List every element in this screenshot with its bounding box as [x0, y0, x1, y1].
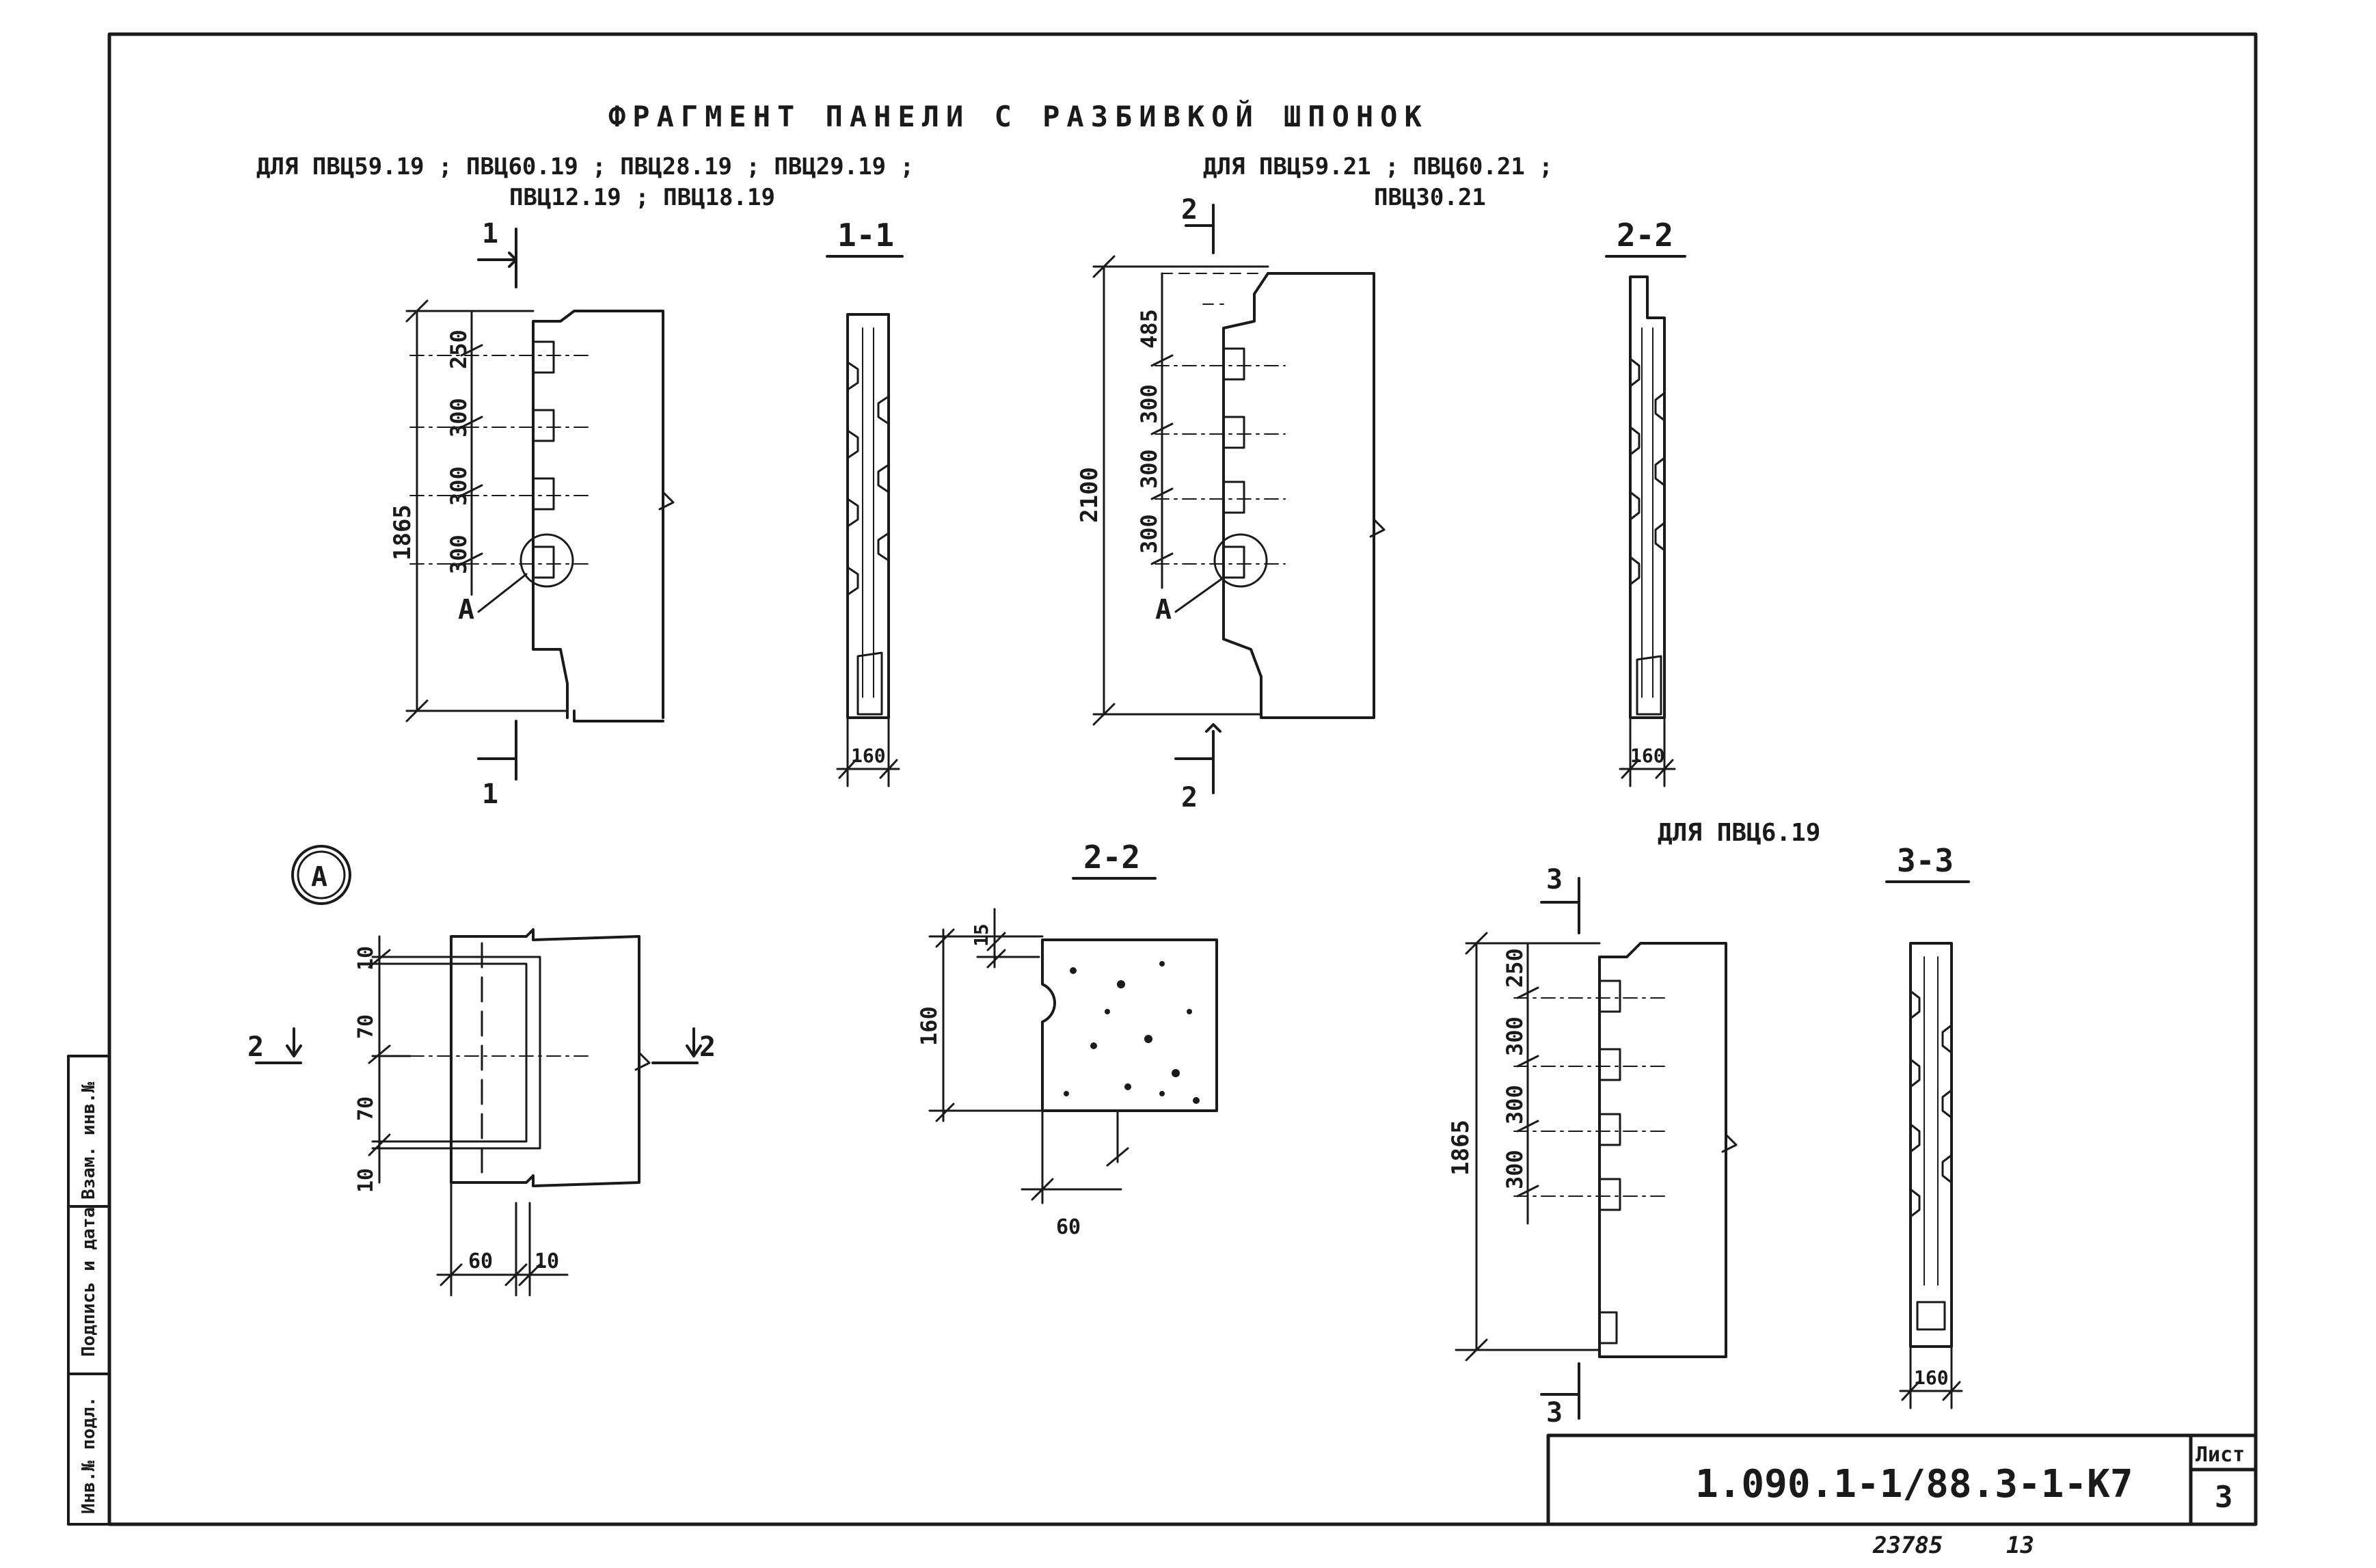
sheet-frame [107, 32, 2258, 1526]
detail-a-cut-left: 2 [247, 1031, 264, 1063]
side-stamp-col1: Инв.№ подл. [79, 1396, 99, 1514]
right-group-caption-1: ДЛЯ ПВЦ59.21 ; ПВЦ60.21 ; [1203, 153, 1553, 180]
left-group-caption-1: ДЛЯ ПВЦ59.19 ; ПВЦ60.19 ; ПВЦ28.19 ; ПВЦ… [256, 153, 914, 180]
section-2-2-label: 2-2 [1617, 217, 1673, 254]
panel-3-dim-1: 250 [1502, 948, 1528, 988]
section-2-2-detail: 2-2 15 160 60 [916, 839, 1218, 1239]
detail-a-hdim-2: 10 [535, 1249, 559, 1273]
panel-3-total: 1865 [1447, 1120, 1474, 1176]
detail-a-vdim-2: 70 [354, 1014, 378, 1039]
title-block: 1.090.1-1/88.3-1-К7 Лист 3 [1546, 1433, 2258, 1526]
sheet-label: Лист [2196, 1443, 2245, 1467]
section-2-2-detail-label: 2-2 [1083, 839, 1140, 876]
section-3-3-width: 160 [1914, 1366, 1949, 1389]
panel-1-total: 1865 [389, 504, 416, 560]
section-3-3-label: 3-3 [1897, 842, 1954, 879]
panel-3-dim-4: 300 [1502, 1150, 1528, 1189]
section-1-1-width: 160 [851, 744, 886, 767]
panel-2-dim-3: 300 [1136, 449, 1162, 489]
section-1-1: 1-1 160 [826, 217, 904, 787]
section-2-2-width: 160 [1630, 744, 1665, 767]
panel-1-elevation: 1 1 А 1865 250 300 300 300 [389, 218, 675, 810]
section-2-2: 2-2 160 [1605, 217, 1686, 787]
panel-3-elevation: ДЛЯ ПВЦ6.19 3 3 1865 250 300 300 300 [1447, 819, 1820, 1429]
section-2-2-detail-dim-2: 160 [916, 1006, 942, 1046]
document-code: 1.090.1-1/88.3-1-К7 [1695, 1462, 2133, 1506]
panel-2-dim-4: 300 [1136, 514, 1162, 554]
right-group-caption-2: ПВЦ30.21 [1374, 184, 1486, 211]
section-mark-1-top: 1 [482, 218, 498, 249]
detail-a-vdim-3: 70 [354, 1096, 378, 1121]
third-group-caption: ДЛЯ ПВЦ6.19 [1658, 819, 1820, 847]
panel-3-dim-2: 300 [1502, 1016, 1528, 1056]
detail-a-hdim-1: 60 [468, 1249, 493, 1273]
detail-a-vdim-4: 10 [354, 1168, 378, 1193]
section-mark-2-top: 2 [1181, 194, 1198, 226]
side-stamp: Инв.№ подл. Подпись и дата Взам. инв.№ [67, 1055, 111, 1526]
footer-page: 13 [2006, 1532, 2034, 1559]
panel-3-dim-3: 300 [1502, 1085, 1528, 1124]
drawing-title: ФРАГМЕНТ ПАНЕЛИ С РАЗБИВКОЙ ШПОНОК [608, 99, 1429, 133]
section-mark-3-top: 3 [1546, 864, 1563, 895]
panel-1-dim-2: 300 [446, 398, 472, 437]
panel-2-total: 2100 [1076, 467, 1103, 523]
panel-1-dim-1: 250 [446, 329, 472, 369]
sheet-number: 3 [2215, 1480, 2233, 1515]
section-1-1-label: 1-1 [837, 217, 894, 254]
section-3-3: 3-3 160 [1885, 842, 1970, 1409]
panel-2-node-label: А [1155, 594, 1172, 625]
side-stamp-col3: Взам. инв.№ [79, 1081, 99, 1200]
panel-2-dim-2: 300 [1136, 384, 1162, 424]
panel-1-dim-3: 300 [446, 466, 472, 506]
section-mark-1-bottom: 1 [482, 779, 498, 810]
footer-number: 23785 [1872, 1532, 1943, 1559]
section-mark-2-bottom: 2 [1181, 782, 1198, 813]
panel-2-dim-1: 485 [1136, 309, 1162, 349]
panel-2-elevation: 2 2 А 2100 485 300 300 300 [1076, 194, 1386, 813]
detail-a-vdim-1: 10 [354, 946, 378, 971]
section-mark-3-bottom: 3 [1546, 1397, 1563, 1429]
left-group-caption-2: ПВЦ12.19 ; ПВЦ18.19 [509, 184, 775, 211]
section-2-2-detail-dim-1: 15 [970, 923, 993, 947]
side-stamp-col2: Подпись и дата [79, 1207, 99, 1357]
section-2-2-detail-dim-3: 60 [1056, 1215, 1081, 1239]
detail-a-badge-label: А [311, 861, 327, 893]
detail-a-cut-right: 2 [699, 1031, 716, 1063]
panel-1-node-label: А [458, 594, 474, 625]
detail-a-badge [291, 845, 351, 905]
detail-a: А 2 2 10 70 70 10 60 10 [247, 845, 716, 1297]
panel-1-dim-4: 300 [446, 535, 472, 574]
